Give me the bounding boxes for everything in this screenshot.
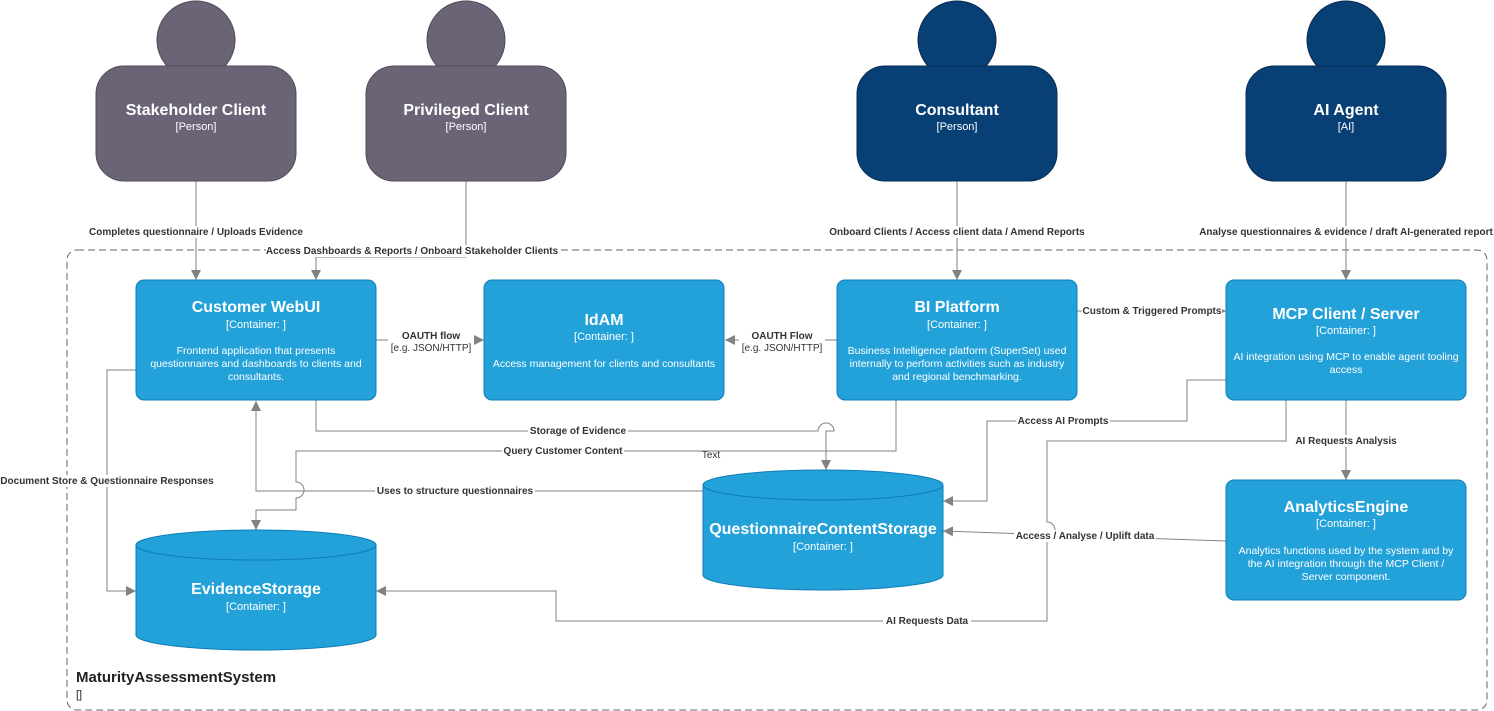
person-name: Stakeholder Client bbox=[126, 102, 267, 119]
container-description: and regional benchmarking. bbox=[892, 371, 1022, 383]
person-name: Privileged Client bbox=[403, 102, 529, 119]
database-icon bbox=[702, 469, 944, 591]
edge-label: Analyse questionnaires & evidence / draf… bbox=[1199, 227, 1493, 238]
edge-structure bbox=[251, 401, 703, 492]
container-description: Access management for clients and consul… bbox=[493, 358, 715, 370]
container-idam[interactable]: IdAM [Container: ] Access management for… bbox=[483, 279, 725, 401]
edge-technology: [e.g. JSON/HTTP] bbox=[391, 343, 472, 354]
boundary-title: MaturityAssessmentSystem bbox=[76, 669, 276, 686]
edge-label: Custom & Triggered Prompts bbox=[1083, 306, 1222, 317]
database-top-rim bbox=[702, 484, 944, 501]
container-description: questionnaires and dashboards to clients… bbox=[150, 358, 361, 370]
person-stakeholder-client[interactable]: Stakeholder Client [Person] bbox=[95, 0, 297, 182]
container-box bbox=[1225, 279, 1467, 401]
container-type: [Container: ] bbox=[793, 541, 853, 553]
container-analytics-engine[interactable]: AnalyticsEngine [Container: ] Analytics … bbox=[1225, 479, 1467, 601]
edge-label: Access / Analyse / Uplift data bbox=[1016, 531, 1155, 542]
container-type: [Container: ] bbox=[1316, 325, 1376, 337]
container-box bbox=[483, 279, 725, 401]
container-mcp[interactable]: MCP Client / Server [Container: ] AI int… bbox=[1225, 279, 1467, 401]
container-name: EvidenceStorage bbox=[191, 581, 321, 598]
container-name: BI Platform bbox=[914, 299, 999, 316]
person-body bbox=[365, 65, 567, 182]
edge-label: OAUTH Flow bbox=[751, 331, 812, 342]
person-type: [Person] bbox=[937, 121, 978, 133]
container-type: [Container: ] bbox=[1316, 518, 1376, 530]
container-description: consultants. bbox=[228, 371, 284, 383]
container-description: Server component. bbox=[1302, 571, 1391, 583]
edge-label: Uses to structure questionnaires bbox=[377, 486, 534, 497]
container-description: Business Intelligence platform (SuperSet… bbox=[848, 345, 1067, 357]
container-description: Frontend application that presents bbox=[177, 345, 336, 357]
person-type: [AI] bbox=[1338, 121, 1355, 133]
container-name: AnalyticsEngine bbox=[1284, 499, 1409, 516]
container-description: the AI integration through the MCP Clien… bbox=[1248, 558, 1445, 570]
person-body bbox=[856, 65, 1058, 182]
person-body bbox=[95, 65, 297, 182]
person-ai-agent[interactable]: AI Agent [AI] bbox=[1245, 0, 1447, 182]
container-box bbox=[1225, 479, 1467, 601]
container-description: internally to perform activities such as… bbox=[850, 358, 1066, 370]
person-type: [Person] bbox=[446, 121, 487, 133]
container-box bbox=[135, 279, 377, 401]
edge-label: Document Store & Questionnaire Responses bbox=[0, 476, 214, 487]
person-consultant[interactable]: Consultant [Person] bbox=[856, 0, 1058, 182]
boundary-type: [] bbox=[76, 689, 82, 701]
container-name: IdAM bbox=[584, 312, 623, 329]
edge-label: AI Requests Data bbox=[886, 616, 969, 627]
container-type: [Container: ] bbox=[226, 601, 286, 613]
person-privileged-client[interactable]: Privileged Client [Person] bbox=[365, 0, 567, 182]
container-description: AI integration using MCP to enable agent… bbox=[1233, 351, 1458, 363]
edge-label: Access AI Prompts bbox=[1018, 416, 1109, 427]
container-type: [Container: ] bbox=[574, 331, 634, 343]
edge-storage-evidence bbox=[315, 400, 835, 470]
edge-label: Query Customer Content bbox=[504, 446, 624, 457]
edge-access-dashboards bbox=[311, 181, 467, 280]
edge-label: Text bbox=[702, 450, 721, 461]
edge-label: Completes questionnaire / Uploads Eviden… bbox=[89, 227, 303, 238]
edge-label: AI Requests Analysis bbox=[1295, 436, 1397, 447]
container-type: [Container: ] bbox=[226, 319, 286, 331]
container-name: QuestionnaireContentStorage bbox=[709, 521, 937, 538]
edge-label: Storage of Evidence bbox=[530, 426, 627, 437]
system-boundary bbox=[66, 249, 1488, 711]
person-name: AI Agent bbox=[1313, 102, 1379, 119]
database-evidence-storage[interactable]: EvidenceStorage [Container: ] bbox=[135, 529, 377, 651]
container-description: Analytics functions used by the system a… bbox=[1239, 545, 1455, 557]
database-questionnaire-content-storage[interactable]: QuestionnaireContentStorage [Container: … bbox=[702, 469, 944, 591]
edge-label: Onboard Clients / Access client data / A… bbox=[829, 227, 1085, 238]
person-name: Consultant bbox=[915, 102, 999, 119]
container-box bbox=[836, 279, 1078, 401]
database-top-rim bbox=[135, 544, 377, 561]
container-bi-platform[interactable]: BI Platform [Container: ] Business Intel… bbox=[836, 279, 1078, 401]
edge-query-content bbox=[251, 400, 897, 530]
edge-technology: [e.g. JSON/HTTP] bbox=[742, 343, 823, 354]
database-icon bbox=[135, 529, 377, 651]
container-type: [Container: ] bbox=[927, 319, 987, 331]
container-description: access bbox=[1330, 364, 1363, 376]
container-name: Customer WebUI bbox=[192, 299, 321, 316]
container-name: MCP Client / Server bbox=[1272, 306, 1419, 323]
person-body bbox=[1245, 65, 1447, 182]
person-type: [Person] bbox=[176, 121, 217, 133]
edge-label: OAUTH flow bbox=[402, 331, 461, 342]
edge-label: Access Dashboards & Reports / Onboard St… bbox=[266, 246, 559, 257]
container-customer-webui[interactable]: Customer WebUI [Container: ] Frontend ap… bbox=[135, 279, 377, 401]
